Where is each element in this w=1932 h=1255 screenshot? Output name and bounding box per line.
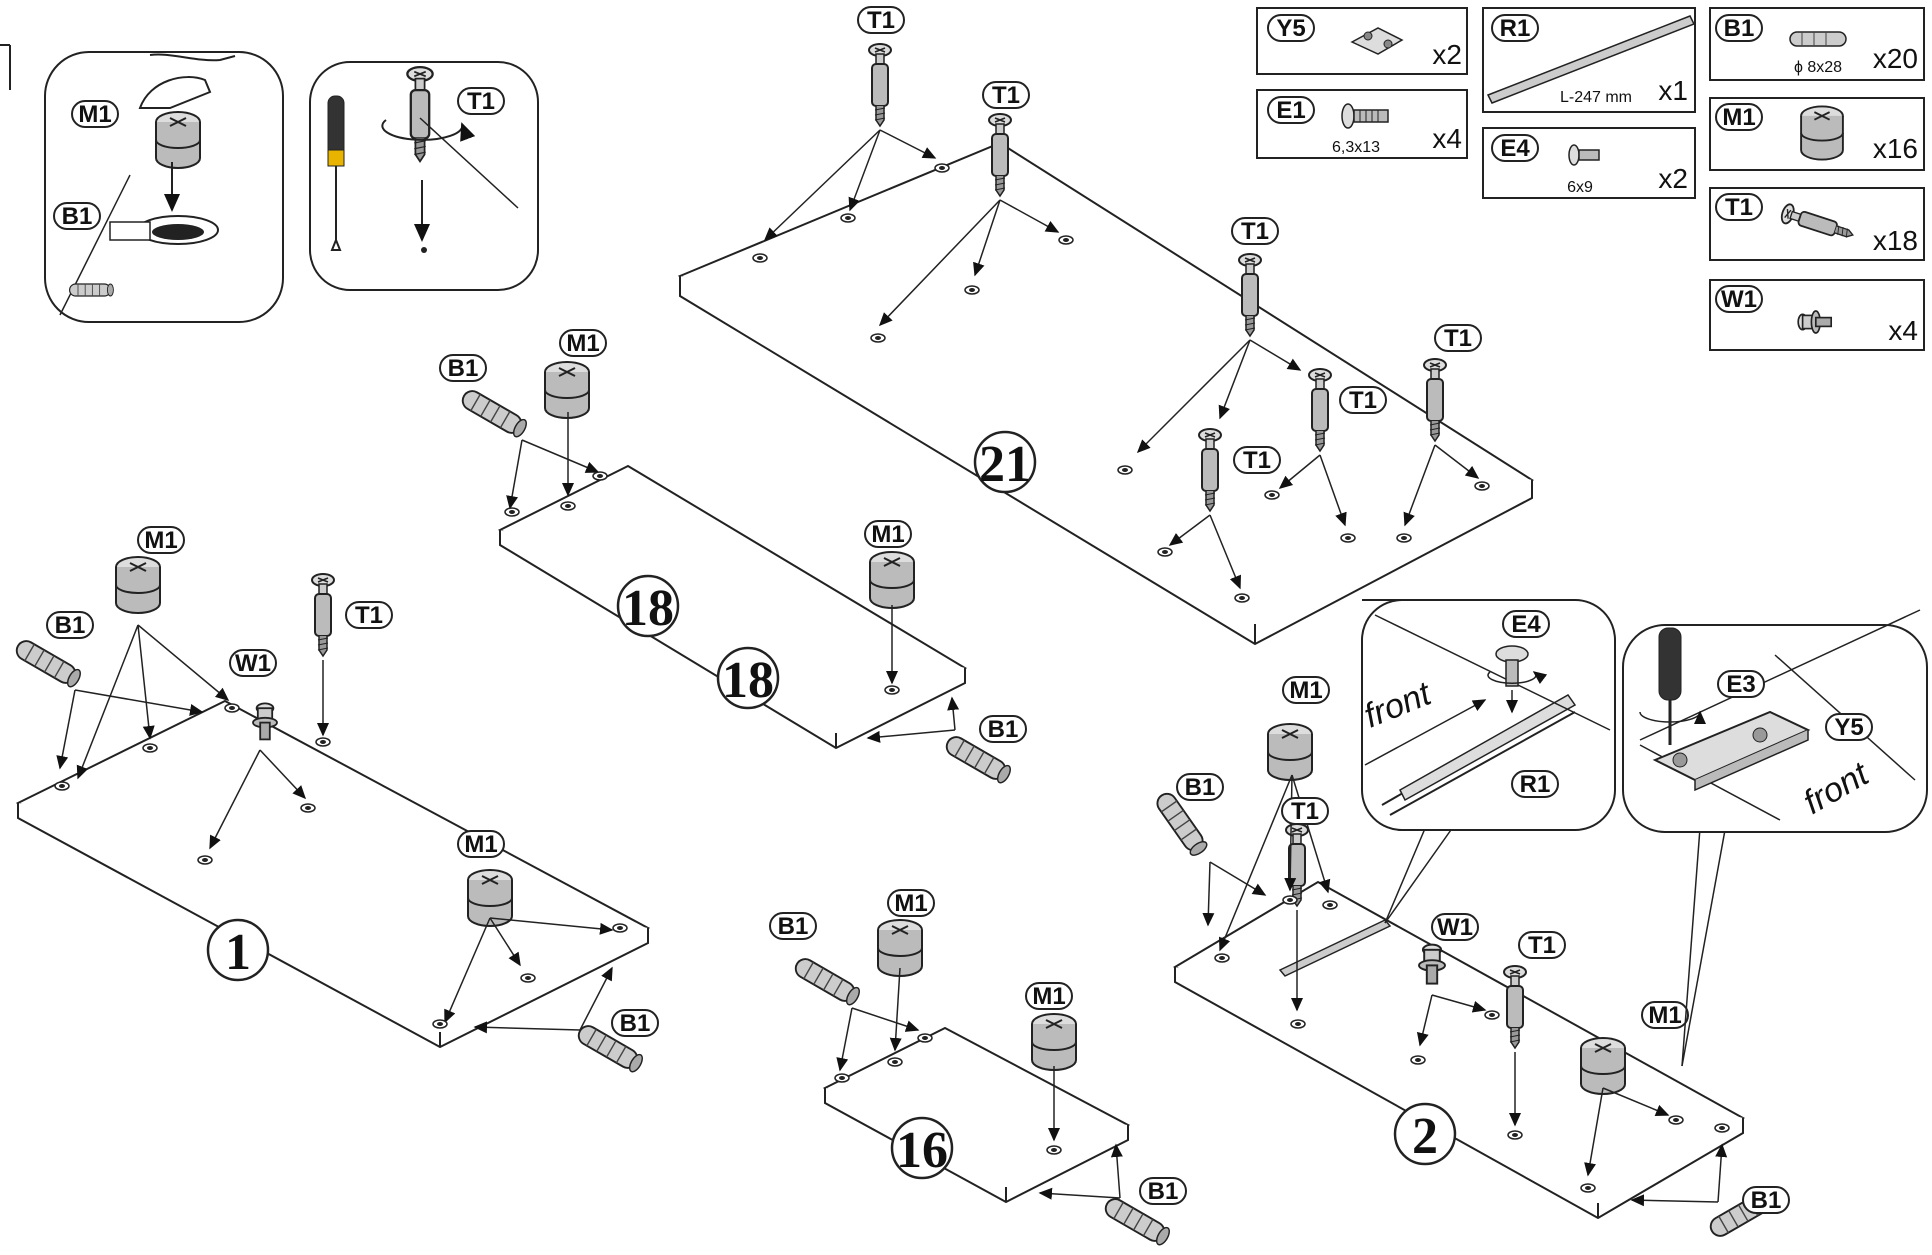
panel-1: 1 M1 B1 W1 T1 M	[12, 526, 659, 1075]
part-qty: x1	[1658, 75, 1688, 106]
label-b1: B1	[448, 355, 479, 382]
panel-number: 2	[1412, 1108, 1438, 1165]
part-code: R1	[1500, 15, 1531, 42]
finger-icon	[138, 76, 212, 109]
part-qty: x20	[1873, 43, 1918, 74]
part-card-m1: M1 x16	[1709, 97, 1925, 171]
inset-cam-lock: M1 B1	[0, 44, 284, 323]
label-b1: B1	[55, 612, 86, 639]
label-b1: B1	[1185, 774, 1216, 801]
screwdriver-icon	[327, 95, 345, 251]
cam-lock-icon	[1800, 105, 1844, 161]
label-t1: T1	[1528, 932, 1556, 959]
panel-18: 18 18 B1 M1 M1 B1	[439, 329, 1027, 786]
label-t1: T1	[1444, 325, 1472, 352]
label-t1: T1	[355, 602, 383, 629]
label-w1: W1	[235, 650, 271, 677]
inset-cam-bolt: T1	[309, 61, 539, 291]
callout-label-y5: Y5	[1834, 714, 1863, 741]
label-b1: B1	[778, 913, 809, 940]
part-code: E4	[1500, 135, 1530, 162]
callout-label-e4: E4	[1511, 611, 1541, 638]
part-card-r1: R1 L-247 mm x1	[1482, 7, 1696, 113]
part-card-w1: W1 x4	[1709, 279, 1925, 351]
inset-label-b1: B1	[62, 203, 93, 230]
part-qty: x16	[1873, 133, 1918, 164]
part-dim: ϕ 8x28	[1794, 59, 1842, 76]
part-qty: x4	[1888, 315, 1918, 346]
label-m1: M1	[1032, 983, 1065, 1010]
label-b1: B1	[988, 716, 1019, 743]
rail-icon	[1486, 15, 1696, 104]
part-code: T1	[1725, 194, 1753, 221]
label-w1: W1	[1437, 914, 1473, 941]
part-qty: x4	[1432, 123, 1462, 154]
label-t1: T1	[867, 7, 895, 34]
label-m1: M1	[464, 831, 497, 858]
callout-label-e3: E3	[1726, 671, 1755, 698]
part-card-e4: E4 6x9 x2	[1482, 127, 1696, 199]
part-qty: x2	[1432, 39, 1462, 70]
part-card-y5: Y5 x2	[1256, 7, 1468, 75]
panel-number: 18	[722, 652, 774, 709]
label-t1: T1	[1349, 387, 1377, 414]
part-code: E1	[1276, 97, 1305, 124]
label-t1: T1	[1291, 798, 1319, 825]
part-dim: L-247 mm	[1560, 89, 1632, 106]
part-card-e1: E1 6,3x13 x4	[1256, 89, 1468, 159]
panel-16: 16 B1 M1 M1 B1	[769, 889, 1187, 1248]
inset-label-t1: T1	[467, 88, 495, 115]
part-code: B1	[1724, 15, 1755, 42]
label-b1: B1	[1148, 1178, 1179, 1205]
part-qty: x2	[1658, 163, 1688, 194]
part-code: W1	[1721, 286, 1757, 313]
label-m1: M1	[871, 521, 904, 548]
label-m1: M1	[894, 890, 927, 917]
label-t1: T1	[1241, 218, 1269, 245]
label-m1: M1	[1289, 677, 1322, 704]
panel-number: 1	[225, 924, 251, 981]
label-m1: M1	[566, 330, 599, 357]
part-card-b1: B1 ϕ 8x28 x20	[1709, 7, 1925, 81]
part-code: M1	[1722, 104, 1755, 131]
label-t1: T1	[992, 82, 1020, 109]
screw-icon	[1341, 103, 1389, 129]
panel-number: 18	[622, 580, 674, 637]
label-b1: B1	[620, 1010, 651, 1037]
label-m1: M1	[1648, 1002, 1681, 1029]
rail-r1	[1278, 919, 1392, 977]
panel-2: 2 M1 B1 T1	[1152, 676, 1790, 1241]
part-qty: x18	[1873, 225, 1918, 256]
mounting-plate-icon	[1652, 710, 1811, 792]
callout-label-r1: R1	[1520, 771, 1551, 798]
mounting-plate-icon	[1350, 27, 1404, 55]
callout-hinge-detail: front E3 Y5	[1622, 609, 1928, 1067]
part-dim: 6,3x13	[1332, 139, 1380, 156]
callout-rail-detail: front E4 R1	[1359, 599, 1616, 924]
part-card-t1: T1 x18	[1709, 187, 1925, 261]
panel-number: 21	[979, 436, 1031, 493]
screw-icon	[1568, 144, 1600, 166]
label-t1: T1	[1243, 447, 1271, 474]
parts-legend: Y5 x2 E1 6,3x13 x4 R1 L-247	[1256, 7, 1925, 351]
inset-label-m1: M1	[78, 101, 111, 128]
dowel-icon	[1789, 31, 1847, 47]
label-m1: M1	[144, 527, 177, 554]
part-code: Y5	[1276, 15, 1305, 42]
panel-21: 21 T1 T1	[677, 6, 1535, 646]
label-b1: B1	[1751, 1187, 1782, 1214]
panel-number: 16	[896, 1122, 948, 1179]
part-dim: 6x9	[1567, 179, 1593, 196]
